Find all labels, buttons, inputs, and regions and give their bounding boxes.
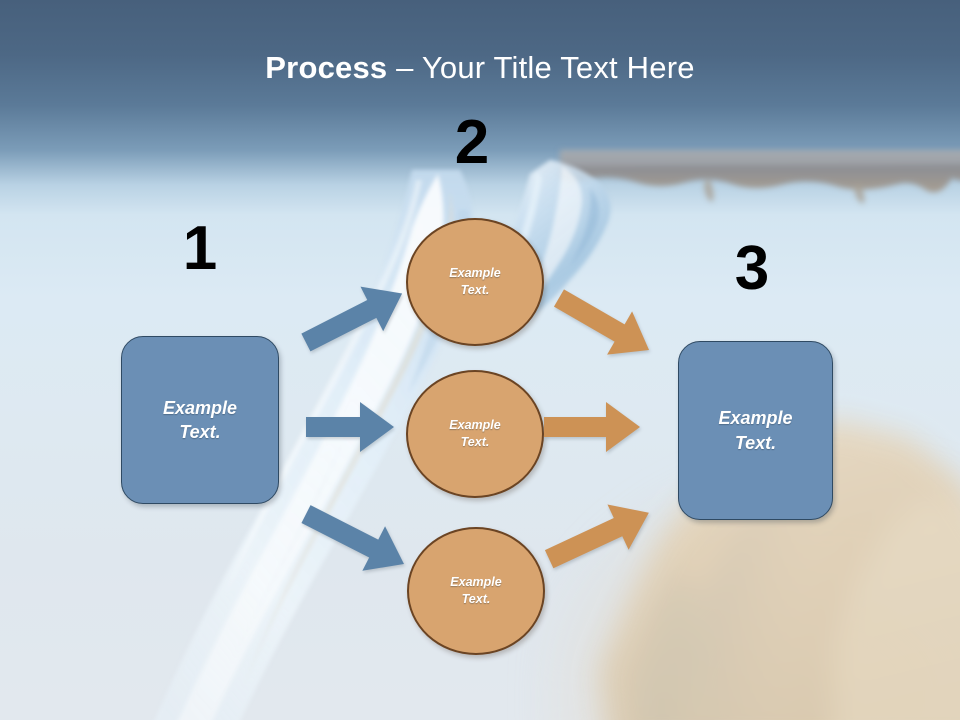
orange-arrow-straight-icon xyxy=(542,398,642,456)
water-ledge-image xyxy=(560,150,960,204)
process-start-box-line1: Example xyxy=(162,397,238,418)
blue-arrow-down-icon xyxy=(296,497,414,581)
process-end-box-line1: Example xyxy=(718,408,793,429)
process-circle-2-line2: Text. xyxy=(460,435,490,449)
process-circle-2-label: Example Text. xyxy=(449,417,500,451)
slide-title: Process – Your Title Text Here xyxy=(0,52,960,83)
process-circle-3[interactable]: Example Text. xyxy=(407,527,545,655)
step-number-3: 3 xyxy=(734,234,770,303)
process-end-box[interactable]: Example Text. xyxy=(678,341,833,520)
process-circle-3-line2: Text. xyxy=(461,592,491,606)
blue-arrow-up-icon xyxy=(296,277,412,359)
process-start-box-line2: Text. xyxy=(179,422,221,442)
slide-title-light: Your Title Text Here xyxy=(421,50,695,85)
process-start-box-label: Example Text. xyxy=(163,396,237,445)
blue-arrow-straight-icon xyxy=(304,398,396,456)
process-circle-1-line1: Example xyxy=(449,266,501,281)
process-circle-2[interactable]: Example Text. xyxy=(406,370,544,498)
slide-title-dash: – xyxy=(387,50,422,85)
process-circle-3-label: Example Text. xyxy=(450,574,501,608)
step-number-1: 1 xyxy=(182,214,218,283)
process-circle-1-label: Example Text. xyxy=(449,265,500,299)
process-circle-2-line1: Example xyxy=(449,418,501,433)
orange-arrow-down-icon xyxy=(548,283,660,365)
step-number-2: 2 xyxy=(454,108,490,177)
rock-formation-image xyxy=(600,420,960,720)
slide-title-bold: Process xyxy=(265,50,388,85)
process-circle-3-line1: Example xyxy=(450,575,502,590)
process-end-box-label: Example Text. xyxy=(718,406,792,455)
process-end-box-line2: Text. xyxy=(734,432,777,453)
process-circle-1-line2: Text. xyxy=(460,283,490,297)
process-start-box[interactable]: Example Text. xyxy=(121,336,279,504)
orange-arrow-up-icon xyxy=(540,494,658,578)
process-circle-1[interactable]: Example Text. xyxy=(406,218,544,346)
